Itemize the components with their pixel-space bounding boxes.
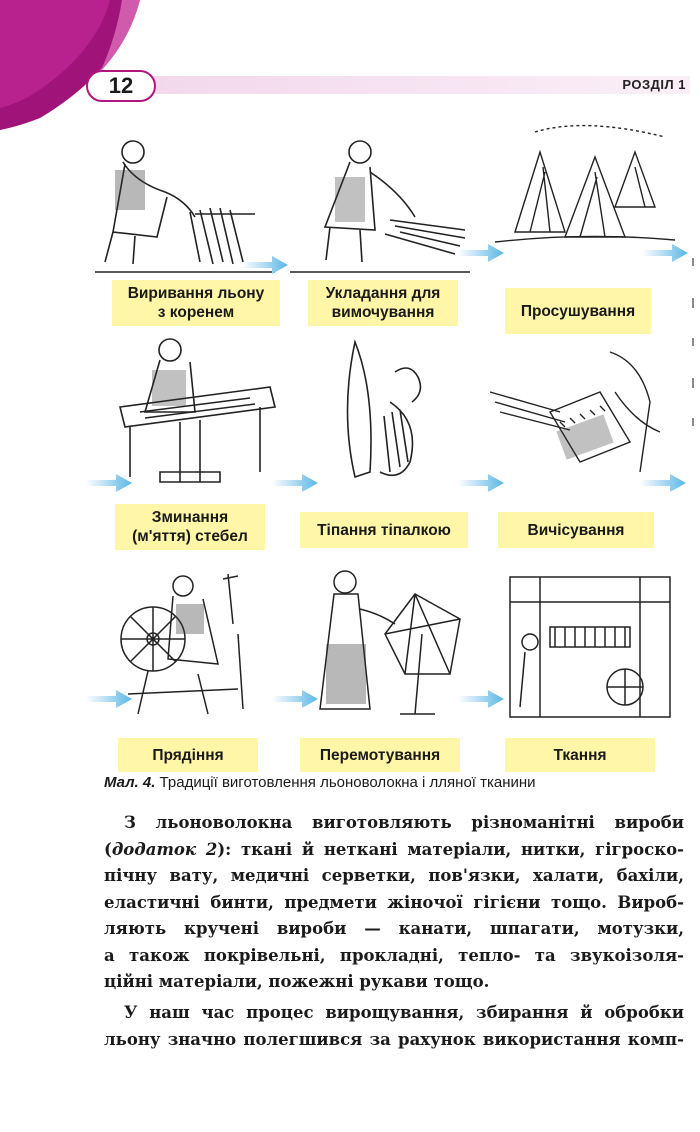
caption-line: Перемотування (319, 746, 441, 764)
caption-line: (м'яття) стебел (132, 528, 248, 545)
figure-flax-process: Виривання льону з коренем Укладання для ви… (0, 112, 700, 772)
illustration-drying-flax (495, 124, 675, 243)
arrow-icon (242, 256, 288, 274)
step-caption-7: Прядіння (118, 738, 258, 772)
illustration-laying-flax (290, 140, 470, 273)
arrow-icon (458, 690, 504, 708)
step-caption-9: Ткання (505, 738, 655, 772)
step-caption-8: Перемотування (300, 738, 460, 772)
caption-line: Вичісування (527, 521, 625, 539)
illustration-rewinding (319, 570, 461, 715)
text-line: а також покрівельні, прокладні, тепло- т… (104, 945, 684, 965)
step-caption-2: Укладання для вимочування (308, 280, 458, 326)
appendix-reference: додаток 2 (111, 839, 218, 859)
illustration-combing-flax (490, 351, 661, 473)
page-number: 12 (86, 70, 156, 102)
figure-label: Мал. 4. (104, 774, 156, 791)
figure-caption-text: Традиції виготовлення льоноволокна і лля… (155, 774, 536, 791)
illustration-loom (509, 576, 671, 718)
text-line: еластичні бинти, предмети жіночої гігієн… (104, 892, 684, 912)
illustration-scutching-flax (346, 339, 422, 479)
text-line: льону значно полегшився за рахунок викор… (104, 1029, 684, 1049)
paragraph-1: З льоноволокна виготовляють різноманітні… (104, 810, 684, 996)
text-line: З льоноволокна виготовляють різноманітні… (124, 813, 684, 832)
caption-line: Виривання льону (127, 285, 265, 302)
caption-line: Зминання (151, 509, 229, 526)
caption-line: Ткання (553, 746, 607, 764)
corner-decoration (0, 0, 150, 130)
text-line: ляють кручені вироби — канати, шпагати, … (104, 919, 684, 938)
arrow-icon (86, 474, 132, 492)
caption-line: Тіпання тіпалкою (317, 521, 451, 539)
caption-line: Просушування (520, 302, 636, 320)
figure-caption: Мал. 4. Традиції виготовлення льоноволок… (104, 774, 536, 791)
text-span: ): ткані й неткані матеріали, нитки, гіг… (217, 839, 684, 859)
paragraph-2: У наш час процес вирощування, збирання й… (104, 1000, 684, 1053)
arrow-icon (272, 474, 318, 492)
text-line: ційні матеріали, пожежні рукави тощо. (104, 972, 490, 991)
illustration-breaking-flax (119, 338, 276, 483)
text-line: У наш час процес вирощування, збирання й… (124, 1003, 684, 1022)
text-line: пічну вату, медичні серветки, пов'язки, … (104, 866, 684, 885)
text-line: (додаток 2): ткані й неткані матеріали, … (104, 837, 684, 864)
text-span: ( (104, 839, 112, 859)
arrow-icon (458, 474, 504, 492)
step-caption-5: Тіпання тіпалкою (300, 512, 468, 548)
step-caption-1: Виривання льону з коренем (112, 280, 280, 326)
arrow-icon (640, 474, 686, 492)
arrow-icon (458, 244, 504, 262)
arrow-icon (272, 690, 318, 708)
caption-line: Прядіння (152, 746, 224, 764)
arrow-icon (86, 690, 132, 708)
illustration-pulling-flax (95, 140, 275, 273)
page-edge-marks (692, 258, 694, 426)
header-band (150, 76, 690, 94)
caption-line: вимочування (331, 304, 435, 321)
illustration-spinning-wheel (120, 573, 244, 715)
step-caption-4: Зминання (м'яття) стебел (115, 504, 265, 550)
arrow-icon (642, 244, 688, 262)
caption-line: Укладання для (325, 285, 441, 302)
section-title: РОЗДІЛ 1 (622, 77, 686, 92)
caption-line: з коренем (157, 304, 235, 321)
step-caption-3: Просушування (505, 288, 651, 334)
step-caption-6: Вичісування (498, 512, 654, 548)
